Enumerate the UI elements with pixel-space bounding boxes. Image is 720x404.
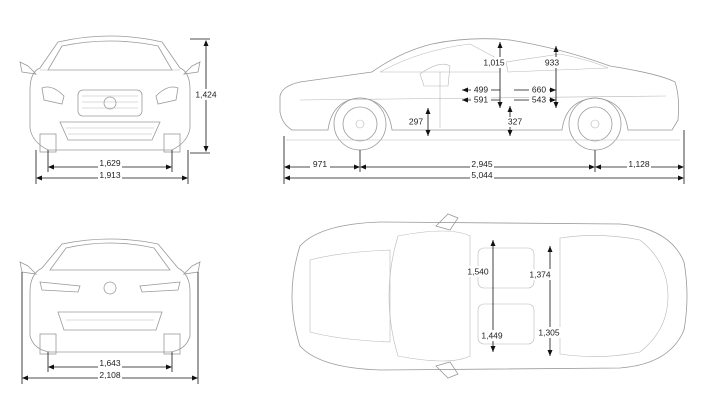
overall-length-dimension: 5,044 [284, 170, 684, 181]
front-height-label: 1,424 [195, 90, 217, 100]
front-width-label: 1,913 [99, 170, 121, 180]
legroom-front-b-label: 591 [474, 95, 488, 105]
front-overhang-dimension: 971 [284, 159, 360, 170]
top-view: 1,540 1,449 1,374 1,305 [291, 213, 688, 379]
headroom-rear-label: 933 [545, 58, 559, 68]
seat-height-front-label: 297 [409, 117, 423, 127]
front-height-dimension: 1,424 [190, 38, 219, 154]
legroom-rear-a-label: 660 [532, 85, 546, 95]
shoulder-front-label: 1,540 [467, 267, 489, 277]
legroom-rear-b-label: 543 [532, 95, 546, 105]
front-width-dimension: 1,913 [35, 150, 189, 184]
rear-view: 1,643 2,108 [19, 238, 201, 384]
rear-width-label: 2,108 [99, 370, 121, 380]
front-view-car-drawing [19, 35, 201, 153]
legroom-front-dimension: 499 591 [462, 85, 500, 105]
wheelbase-label: 2,945 [471, 159, 493, 169]
top-view-car-drawing [291, 213, 688, 379]
hip-rear-dimension: 1,305 [537, 302, 561, 356]
shoulder-rear-label: 1,374 [529, 270, 551, 280]
seat-height-front-dimension: 297 [407, 108, 431, 136]
seat-height-rear-label: 327 [508, 117, 522, 127]
side-view: 1,015 933 499 591 660 [279, 38, 685, 184]
wheelbase-dimension: 2,945 [360, 159, 595, 170]
front-track-label: 1,629 [99, 158, 121, 168]
front-view: 1,424 1,629 1,913 [19, 35, 219, 184]
hip-rear-label: 1,305 [538, 328, 560, 338]
front-track-dimension: 1,629 [47, 150, 173, 172]
rear-view-car-drawing [19, 238, 201, 355]
shoulder-front-dimension: 1,540 [466, 240, 496, 302]
legroom-front-a-label: 499 [474, 85, 488, 95]
headroom-front-label: 1,015 [483, 58, 505, 68]
rear-track-dimension: 1,643 [47, 352, 173, 372]
hip-front-label: 1,449 [481, 331, 503, 341]
rear-overhang-dimension: 1,128 [595, 159, 684, 170]
legroom-rear-dimension: 660 543 [514, 85, 556, 105]
rear-track-label: 1,643 [99, 358, 121, 368]
seat-height-rear-dimension: 327 [505, 106, 525, 136]
rear-width-dimension: 2,108 [21, 272, 199, 384]
hip-front-dimension: 1,449 [480, 302, 504, 352]
front-overhang-label: 971 [313, 159, 327, 169]
rear-overhang-label: 1,128 [628, 159, 650, 169]
headroom-front-dimension: 1,015 [482, 42, 506, 108]
overall-length-label: 5,044 [471, 170, 493, 180]
headroom-rear-dimension: 933 [542, 46, 562, 108]
shoulder-rear-dimension: 1,374 [528, 246, 553, 302]
